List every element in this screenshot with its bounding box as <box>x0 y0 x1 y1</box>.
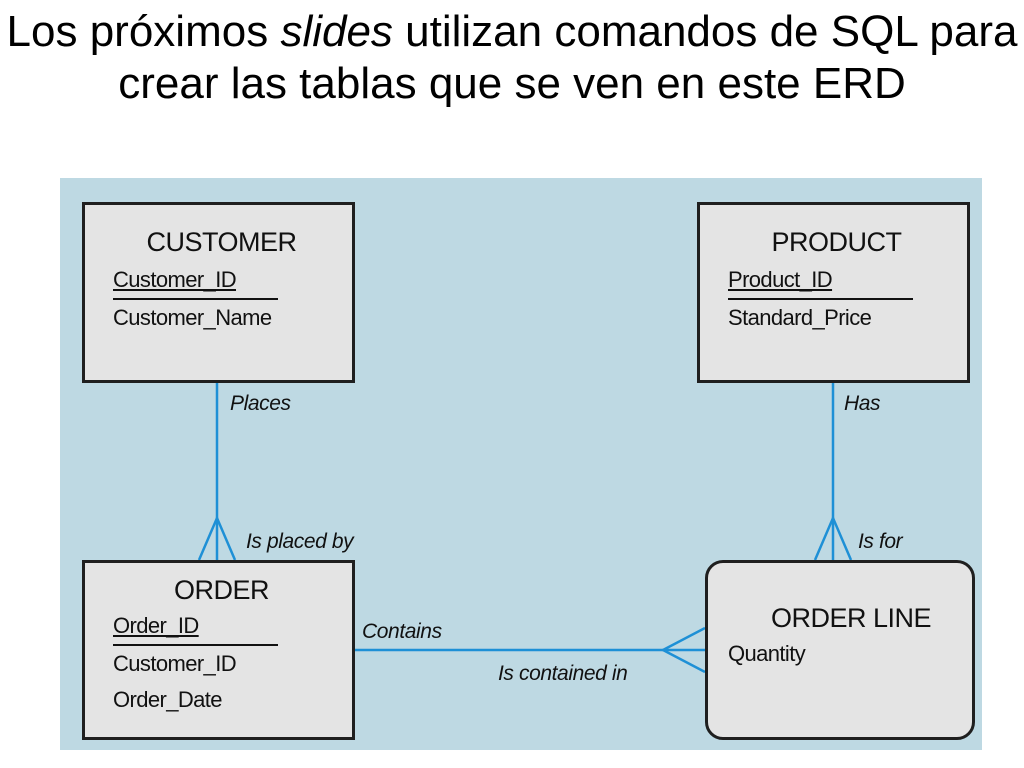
order-divider <box>113 644 278 646</box>
product-orderline-crowsfoot-icon <box>813 514 853 561</box>
label-contains: Contains <box>362 620 442 643</box>
product-attribute: Standard_Price <box>728 305 872 330</box>
title-text-italic: slides <box>280 7 393 56</box>
customer-order-crowsfoot-icon <box>197 514 237 561</box>
title-text-end: utilizan comandos de SQL para crear las … <box>118 7 1018 108</box>
order-orderline-crowsfoot-icon <box>660 626 706 674</box>
entity-order-name: ORDER <box>173 575 270 605</box>
order-attribute-customer-id: Customer_ID <box>113 651 237 676</box>
label-has: Has <box>844 392 881 415</box>
order-line-attribute-quantity: Quantity <box>728 641 806 666</box>
entity-product: PRODUCT Product_ID Standard_Price <box>697 202 970 383</box>
product-divider <box>728 298 913 300</box>
order-attribute-order-date: Order_Date <box>113 687 223 712</box>
customer-primary-key: Customer_ID <box>113 267 237 292</box>
product-primary-key: Product_ID <box>728 267 833 292</box>
label-is-contained-in: Is contained in <box>498 662 628 685</box>
customer-attribute: Customer_Name <box>113 305 272 330</box>
customer-divider <box>113 298 278 300</box>
erd-diagram: CUSTOMER Customer_ID Customer_Name PRODU… <box>60 178 982 750</box>
entity-order-line: ORDER LINE Quantity <box>705 560 975 740</box>
entity-customer: CUSTOMER Customer_ID Customer_Name <box>82 202 355 383</box>
slide-title: Los próximos slides utilizan comandos de… <box>0 6 1024 110</box>
entity-customer-name: CUSTOMER <box>146 227 297 257</box>
relationship-lines <box>197 383 853 674</box>
order-primary-key: Order_ID <box>113 613 199 638</box>
label-is-for: Is for <box>858 530 903 553</box>
entity-order-line-name: ORDER LINE <box>770 603 932 633</box>
label-places: Places <box>230 392 291 415</box>
entity-order: ORDER Order_ID Customer_ID Order_Date <box>82 560 355 740</box>
title-text-start: Los próximos <box>6 7 281 56</box>
entity-product-name: PRODUCT <box>771 227 903 257</box>
label-is-placed-by: Is placed by <box>246 530 354 553</box>
